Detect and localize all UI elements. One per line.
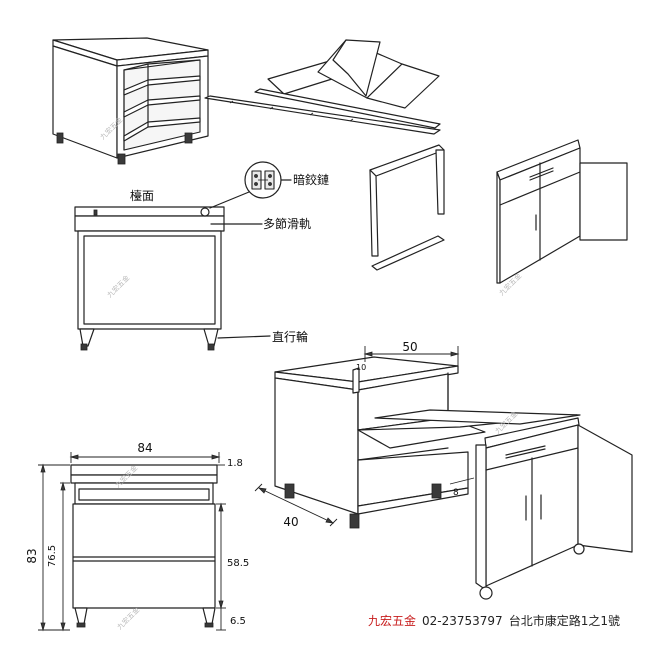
dim-height-body: 76.5 — [47, 545, 58, 567]
dim-top-thickness: 10 — [356, 363, 366, 372]
front-view-callouts: 九宏五金 暗鉸鏈 檯面 多節滑軌 直行輪 — [74, 161, 329, 351]
dimension-front-view: 84 1.8 九宏五金 九宏五金 83 76.5 58.5 6. — [25, 441, 249, 632]
rail-label: 多節滑軌 — [263, 216, 311, 231]
dim-gap: 8 — [453, 488, 459, 498]
pullout-cabinet-view: 九宏五金 50 10 40 8 — [254, 340, 633, 600]
door-cabinet-view: 九宏五金 — [496, 139, 628, 297]
footer-contact: 九宏五金 02-23753797 台北市康定路1之1號 — [368, 612, 648, 632]
dim-height-base: 6.5 — [230, 616, 246, 627]
caster-label: 直行輪 — [272, 329, 308, 344]
dim-depth: 40 — [283, 515, 298, 529]
footer-phone: 02-23753797 — [422, 614, 503, 628]
dim-pullout: 50 — [402, 340, 417, 354]
top-label: 檯面 — [130, 189, 154, 203]
dim-width-side: 1.8 — [227, 458, 243, 469]
footer-address: 台北市康定路1之1號 — [508, 614, 620, 628]
dim-height-inner: 58.5 — [227, 558, 249, 569]
cabinet-3d-view: 九宏五金 — [52, 37, 209, 165]
exploded-panels — [204, 39, 445, 271]
watermark-5: 九宏五金 — [115, 605, 141, 631]
dim-height-total: 83 — [25, 548, 39, 563]
dim-width-total: 84 — [137, 441, 152, 455]
footer-brand: 九宏五金 — [368, 614, 417, 628]
hinge-label: 暗鉸鏈 — [293, 172, 329, 187]
